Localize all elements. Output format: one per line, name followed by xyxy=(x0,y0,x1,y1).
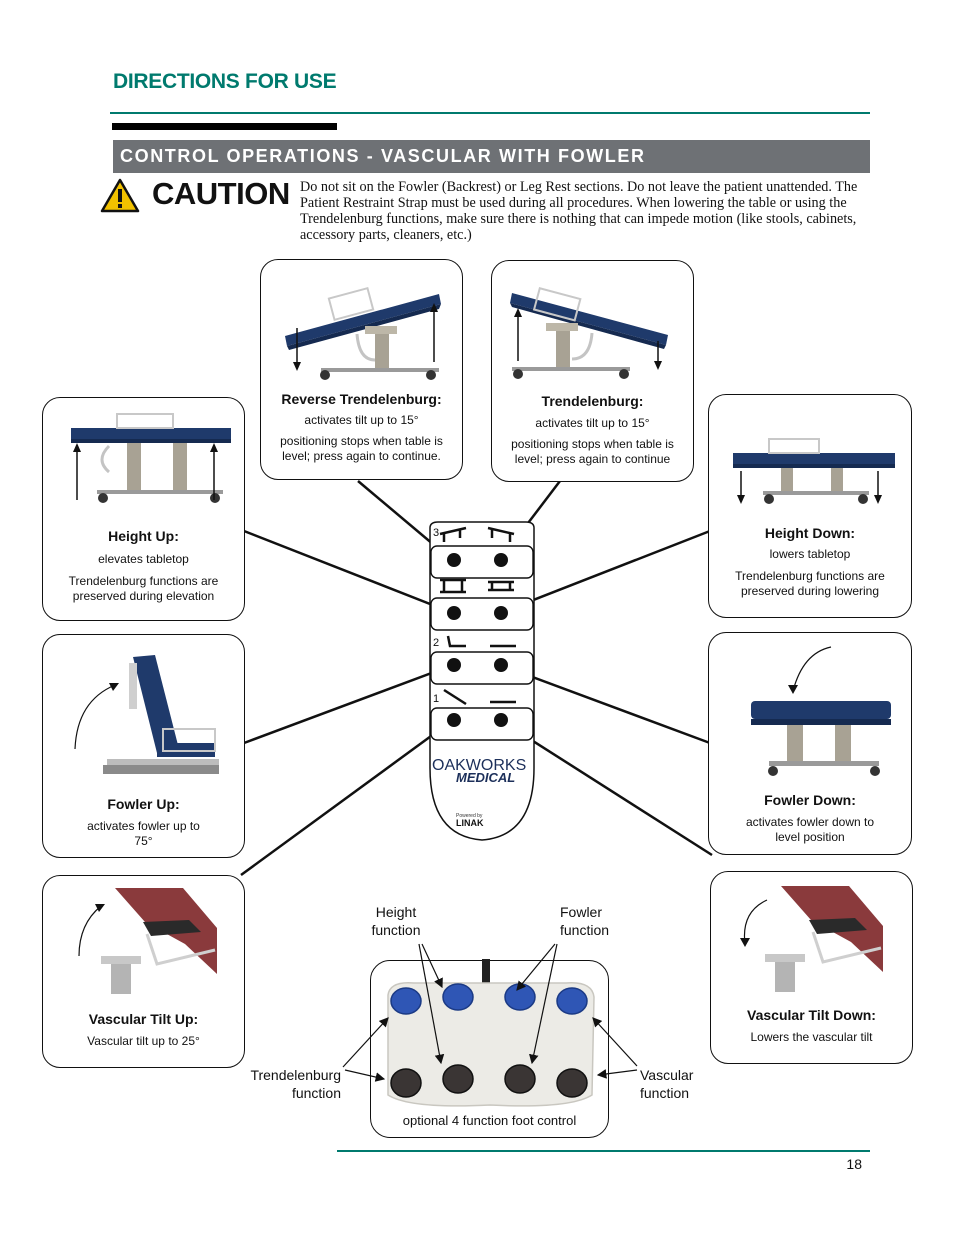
height-up-title: Height Up: xyxy=(108,528,179,544)
reverse-trendelenburg-button[interactable] xyxy=(447,553,461,567)
height-down-desc: lowers tabletop xyxy=(769,547,851,561)
page-heading: DIRECTIONS FOR USE xyxy=(113,70,337,93)
foot-vascular-up-pedal[interactable] xyxy=(556,987,588,1015)
row-3-number: 3 xyxy=(433,527,439,539)
foot-fowler-up-pedal[interactable] xyxy=(504,983,536,1011)
reverse-trendelenburg-note: positioning stops when table is level; p… xyxy=(280,434,443,463)
trendelenburg-desc: activates tilt up to 15° xyxy=(535,416,650,430)
foot-height-up-pedal[interactable] xyxy=(442,983,474,1011)
fowler-down-title: Fowler Down: xyxy=(764,792,856,808)
heading-black-bar xyxy=(112,123,337,130)
height-function-label: Height function xyxy=(371,904,421,938)
hand-remote: 3 2 1 OAKWORKS MEDICAL Powered by LINAK xyxy=(426,518,538,848)
height-down-title: Height Down: xyxy=(764,525,856,541)
remote-brand-sub: MEDICAL xyxy=(456,770,515,785)
fowler-up-box: Fowler Up: activates fowler up to 75° xyxy=(42,634,245,858)
height-up-button[interactable] xyxy=(447,606,461,620)
caution-label: CAUTION xyxy=(152,176,290,211)
foot-trendelenburg-pedal[interactable] xyxy=(390,1068,422,1098)
section-title: CONTROL OPERATIONS - VASCULAR WITH FOWLE… xyxy=(120,146,646,166)
foot-height-down-pedal[interactable] xyxy=(442,1064,474,1094)
foot-fowler-down-pedal[interactable] xyxy=(504,1064,536,1094)
foot-control-caption: optional 4 function foot control xyxy=(402,1113,577,1128)
remote-brand: OAKWORKS xyxy=(432,757,526,774)
table-raised-image xyxy=(71,413,231,503)
section-bar: CONTROL OPERATIONS - VASCULAR WITH FOWLE… xyxy=(113,140,870,173)
fowler-down-box: Fowler Down: activates fowler down to le… xyxy=(708,632,912,855)
trendelenburg-note: positioning stops when table is level; p… xyxy=(511,437,674,466)
vascular-tilt-down-button[interactable] xyxy=(494,713,508,727)
height-down-note: Trendelenburg functions are preserved du… xyxy=(735,569,885,598)
fowler-lowered-image xyxy=(751,646,891,776)
warning-triangle-icon xyxy=(100,178,140,213)
caution-text: Do not sit on the Fowler (Backrest) or L… xyxy=(300,179,858,243)
foot-vascular-down-pedal[interactable] xyxy=(556,1068,588,1098)
fowler-down-desc: activates fowler down to level position xyxy=(745,815,875,844)
table-tilted-reverse-image xyxy=(285,286,441,380)
height-up-box: Height Up: elevates tabletop Trendelenbu… xyxy=(42,397,245,621)
fowler-raised-image xyxy=(74,655,219,774)
height-up-note: Trendelenburg functions are preserved du… xyxy=(68,574,219,603)
trendelenburg-box: Trendelenburg: activates tilt up to 15° … xyxy=(491,260,694,482)
heading-rule xyxy=(110,112,870,114)
vascular-tilt-up-box: Vascular Tilt Up: Vascular tilt up to 25… xyxy=(42,875,245,1068)
height-down-button[interactable] xyxy=(494,606,508,620)
vascular-tilt-up-desc: Vascular tilt up to 25° xyxy=(87,1034,200,1048)
table-tilted-forward-image xyxy=(510,287,668,379)
remote-powered-by: Powered by xyxy=(456,813,483,819)
foot-trendelenburg-reverse-pedal[interactable] xyxy=(390,987,422,1015)
reverse-trendelenburg-desc: activates tilt up to 15° xyxy=(304,413,419,427)
height-up-desc: elevates tabletop xyxy=(98,552,189,566)
table-lowered-image xyxy=(733,438,895,504)
vascular-tilt-up-title: Vascular Tilt Up: xyxy=(88,1011,199,1027)
fowler-up-desc: activates fowler up to 75° xyxy=(87,819,200,848)
vascular-tilt-down-image xyxy=(740,886,883,992)
row-2-number: 2 xyxy=(433,637,439,649)
vascular-tilt-down-desc: Lowers the vascular tilt xyxy=(750,1030,873,1044)
row-1-number: 1 xyxy=(433,693,439,705)
page-number: 18 xyxy=(846,1156,862,1172)
footer-rule xyxy=(337,1150,870,1152)
vascular-tilt-up-button[interactable] xyxy=(447,713,461,727)
vascular-tilt-down-box: Vascular Tilt Down: Lowers the vascular … xyxy=(710,871,913,1064)
reverse-trendelenburg-box: Reverse Trendelenburg: activates tilt up… xyxy=(260,259,463,480)
vascular-tilt-down-title: Vascular Tilt Down: xyxy=(747,1007,876,1023)
trendelenburg-function-label: Trendelenburg function xyxy=(250,1067,341,1101)
foot-control-image xyxy=(387,959,595,1107)
fowler-up-button[interactable] xyxy=(447,658,461,672)
remote-body: 3 2 1 OAKWORKS MEDICAL Powered by LINAK xyxy=(429,521,535,841)
vascular-function-label: Vascular function xyxy=(640,1067,694,1101)
remote-linak: LINAK xyxy=(456,818,484,828)
reverse-trendelenburg-title: Reverse Trendelenburg: xyxy=(281,391,442,407)
fowler-down-button[interactable] xyxy=(494,658,508,672)
fowler-function-label: Fowler function xyxy=(560,904,610,938)
trendelenburg-title: Trendelenburg: xyxy=(541,393,644,409)
trendelenburg-button[interactable] xyxy=(494,553,508,567)
vascular-tilt-up-image xyxy=(78,888,217,994)
height-down-box: Height Down: lowers tabletop Trendelenbu… xyxy=(708,394,912,618)
fowler-up-title: Fowler Up: xyxy=(107,796,180,812)
